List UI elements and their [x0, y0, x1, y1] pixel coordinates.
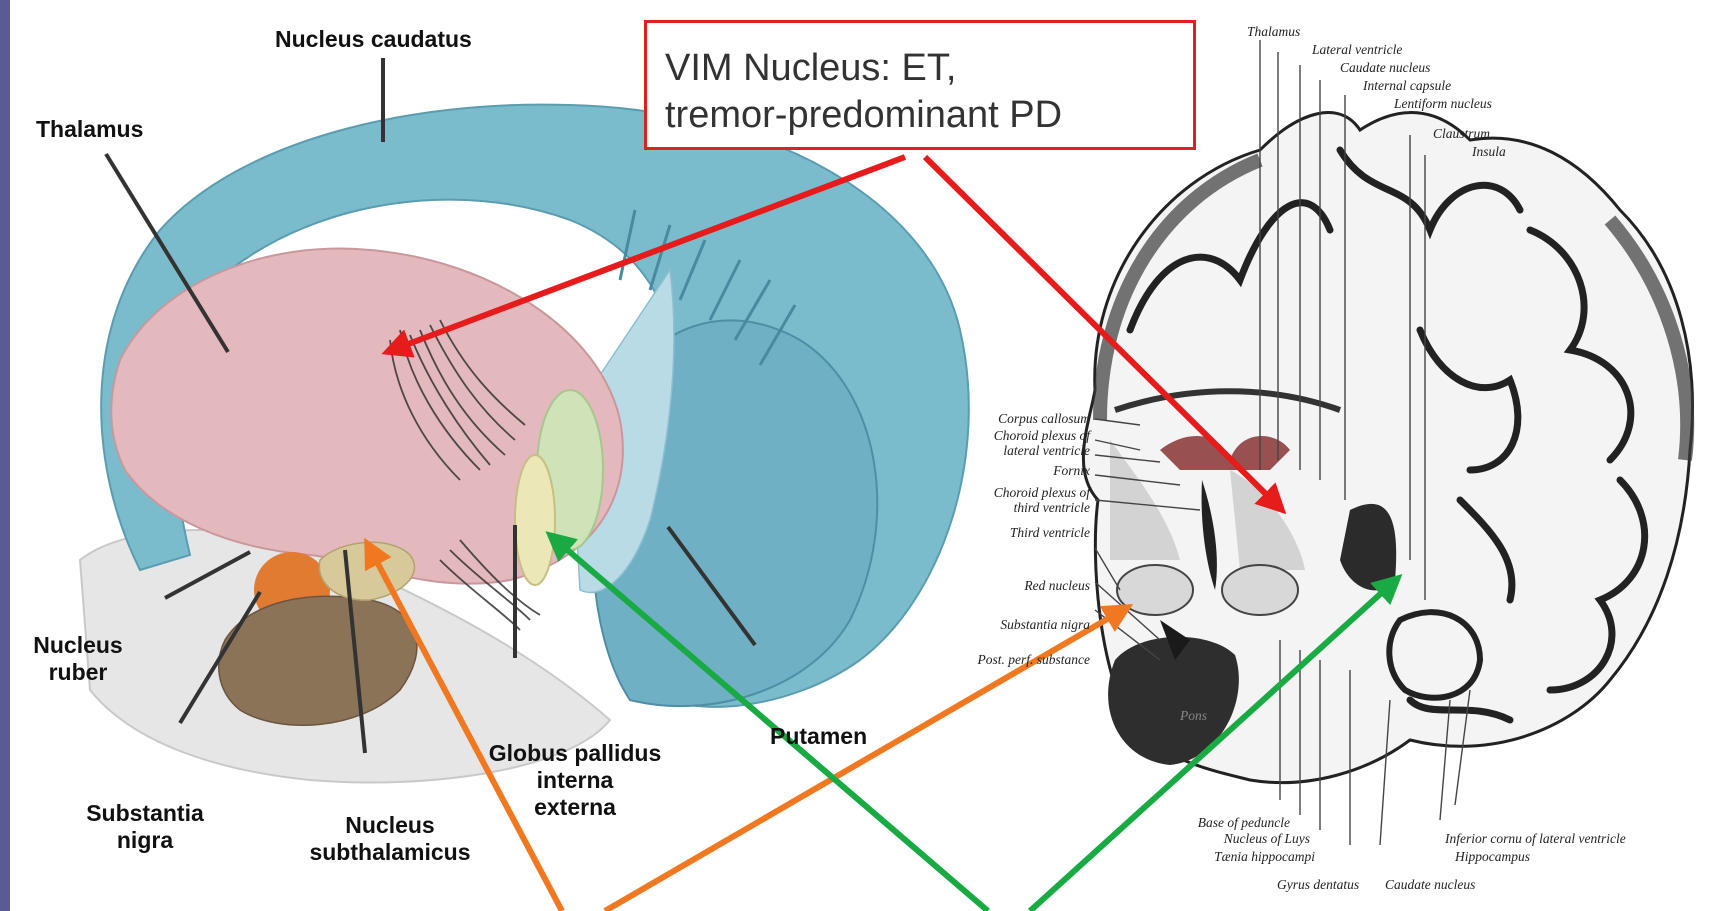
gray-label-lentiform-nucleus: Lentiform nucleus — [1394, 96, 1492, 111]
label-nucleus-caudatus: Nucleus caudatus — [275, 26, 515, 53]
label-substantia-nigra: Substantia nigra — [70, 800, 220, 854]
gray-label-internal-capsule: Internal capsule — [1363, 78, 1451, 93]
gray-label-nucleus-of-luys: Nucleus of Luys — [1130, 831, 1310, 846]
red-nucleus-right — [1222, 565, 1298, 615]
gray-label-taenia-hippocampi: Tænia hippocampi — [1135, 849, 1315, 864]
gray-label-substantia-nigra: Substantia nigra — [930, 617, 1090, 632]
callout-line-1: VIM Nucleus: ET, — [665, 45, 1193, 92]
label-thalamus: Thalamus — [36, 116, 166, 143]
label-nucleus-subthalamicus: Nucleus subthalamicus — [300, 812, 480, 866]
label-nucleus-ruber: Nucleus ruber — [22, 632, 134, 686]
gray-label-caudate-nucleus-bottom: Caudate nucleus — [1385, 877, 1475, 892]
gray-label-hippocampus: Hippocampus — [1455, 849, 1530, 864]
slide-canvas: Nucleus caudatus Thalamus Nucleus ruber … — [10, 0, 1721, 911]
gray-label-third-ventricle: Third ventricle — [930, 525, 1090, 540]
gray-label-choroid-plexus-lateral: Choroid plexus of lateral ventricle — [930, 428, 1090, 458]
gray-label-lateral-ventricle: Lateral ventricle — [1312, 42, 1402, 57]
gray-label-gyrus-dentatus: Gyrus dentatus — [1277, 877, 1359, 892]
gray-label-post-perf-substance: Post. perf. substance — [910, 652, 1090, 667]
gray-label-thalamus: Thalamus — [1247, 24, 1300, 39]
gray-label-base-of-peduncle: Base of peduncle — [1110, 815, 1290, 830]
gray-label-inferior-cornu: Inferior cornu of lateral ventricle — [1445, 831, 1626, 846]
coronal-brain-section — [1083, 40, 1692, 845]
label-putamen: Putamen — [770, 723, 910, 750]
globus-pallidus-interna-shape — [515, 455, 555, 585]
gray-label-caudate-nucleus-top: Caudate nucleus — [1340, 60, 1430, 75]
gray-label-fornix: Fornix — [1010, 463, 1090, 478]
label-globus-pallidus: Globus pallidus interna externa — [475, 740, 675, 821]
gray-label-claustrum: Claustrum — [1433, 126, 1490, 141]
slide-left-border — [0, 0, 10, 911]
gray-label-red-nucleus: Red nucleus — [930, 578, 1090, 593]
callout-line-2: tremor-predominant PD — [665, 92, 1193, 139]
gray-label-insula: Insula — [1472, 144, 1506, 159]
vim-callout-box: VIM Nucleus: ET, tremor-predominant PD — [644, 20, 1196, 150]
gray-label-corpus-callosum: Corpus callosum — [930, 411, 1090, 426]
red-nucleus-left — [1117, 565, 1193, 615]
gray-label-pons: Pons — [1180, 708, 1207, 723]
gray-label-choroid-plexus-third: Choroid plexus of third ventricle — [930, 485, 1090, 515]
